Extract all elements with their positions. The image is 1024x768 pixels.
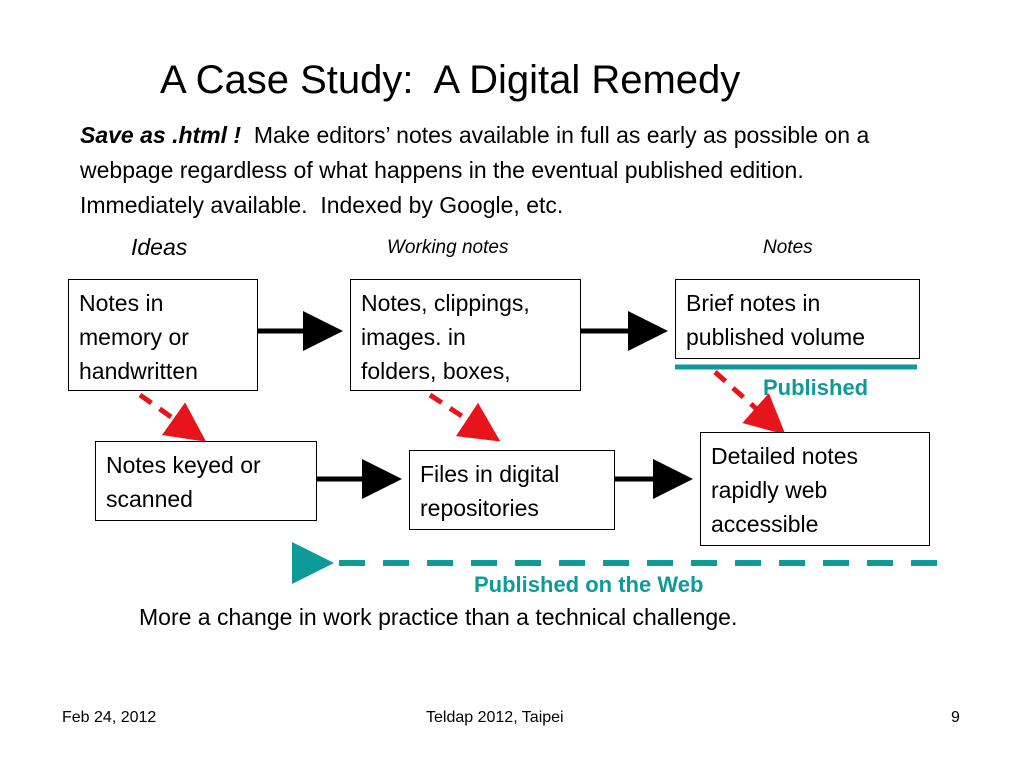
- label-published-on-web: Published on the Web: [474, 572, 704, 597]
- intro-text: Make editors’ notes available in full as…: [80, 122, 876, 218]
- footer-page-number: 9: [951, 709, 960, 726]
- slide-title: A Case Study: A Digital Remedy: [160, 58, 741, 102]
- footer-event: Teldap 2012, Taipei: [426, 709, 564, 726]
- box-files-digital: Files in digital repositories: [409, 450, 615, 530]
- intro-paragraph: Save as .html ! Make editors’ notes avai…: [80, 118, 940, 223]
- dashed-arrow-working-down: [428, 392, 501, 442]
- box-notes-in-memory: Notes in memory or handwritten: [68, 279, 258, 391]
- box-brief-notes: Brief notes in published volume: [675, 279, 920, 359]
- column-label-working-notes: Working notes: [387, 237, 509, 258]
- intro-lead: Save as .html !: [80, 122, 242, 148]
- dashed-arrow-ideas-down: [138, 392, 207, 442]
- conclusion-text: More a change in work practice than a te…: [139, 604, 738, 630]
- footer-date: Feb 24, 2012: [62, 709, 157, 726]
- column-label-notes: Notes: [763, 237, 813, 258]
- label-published: Published: [763, 375, 869, 400]
- column-label-ideas: Ideas: [131, 234, 188, 260]
- box-notes-keyed: Notes keyed or scanned: [95, 441, 317, 521]
- box-detailed-notes: Detailed notes rapidly web accessible: [700, 432, 930, 546]
- box-notes-clippings: Notes, clippings, images. in folders, bo…: [350, 279, 581, 391]
